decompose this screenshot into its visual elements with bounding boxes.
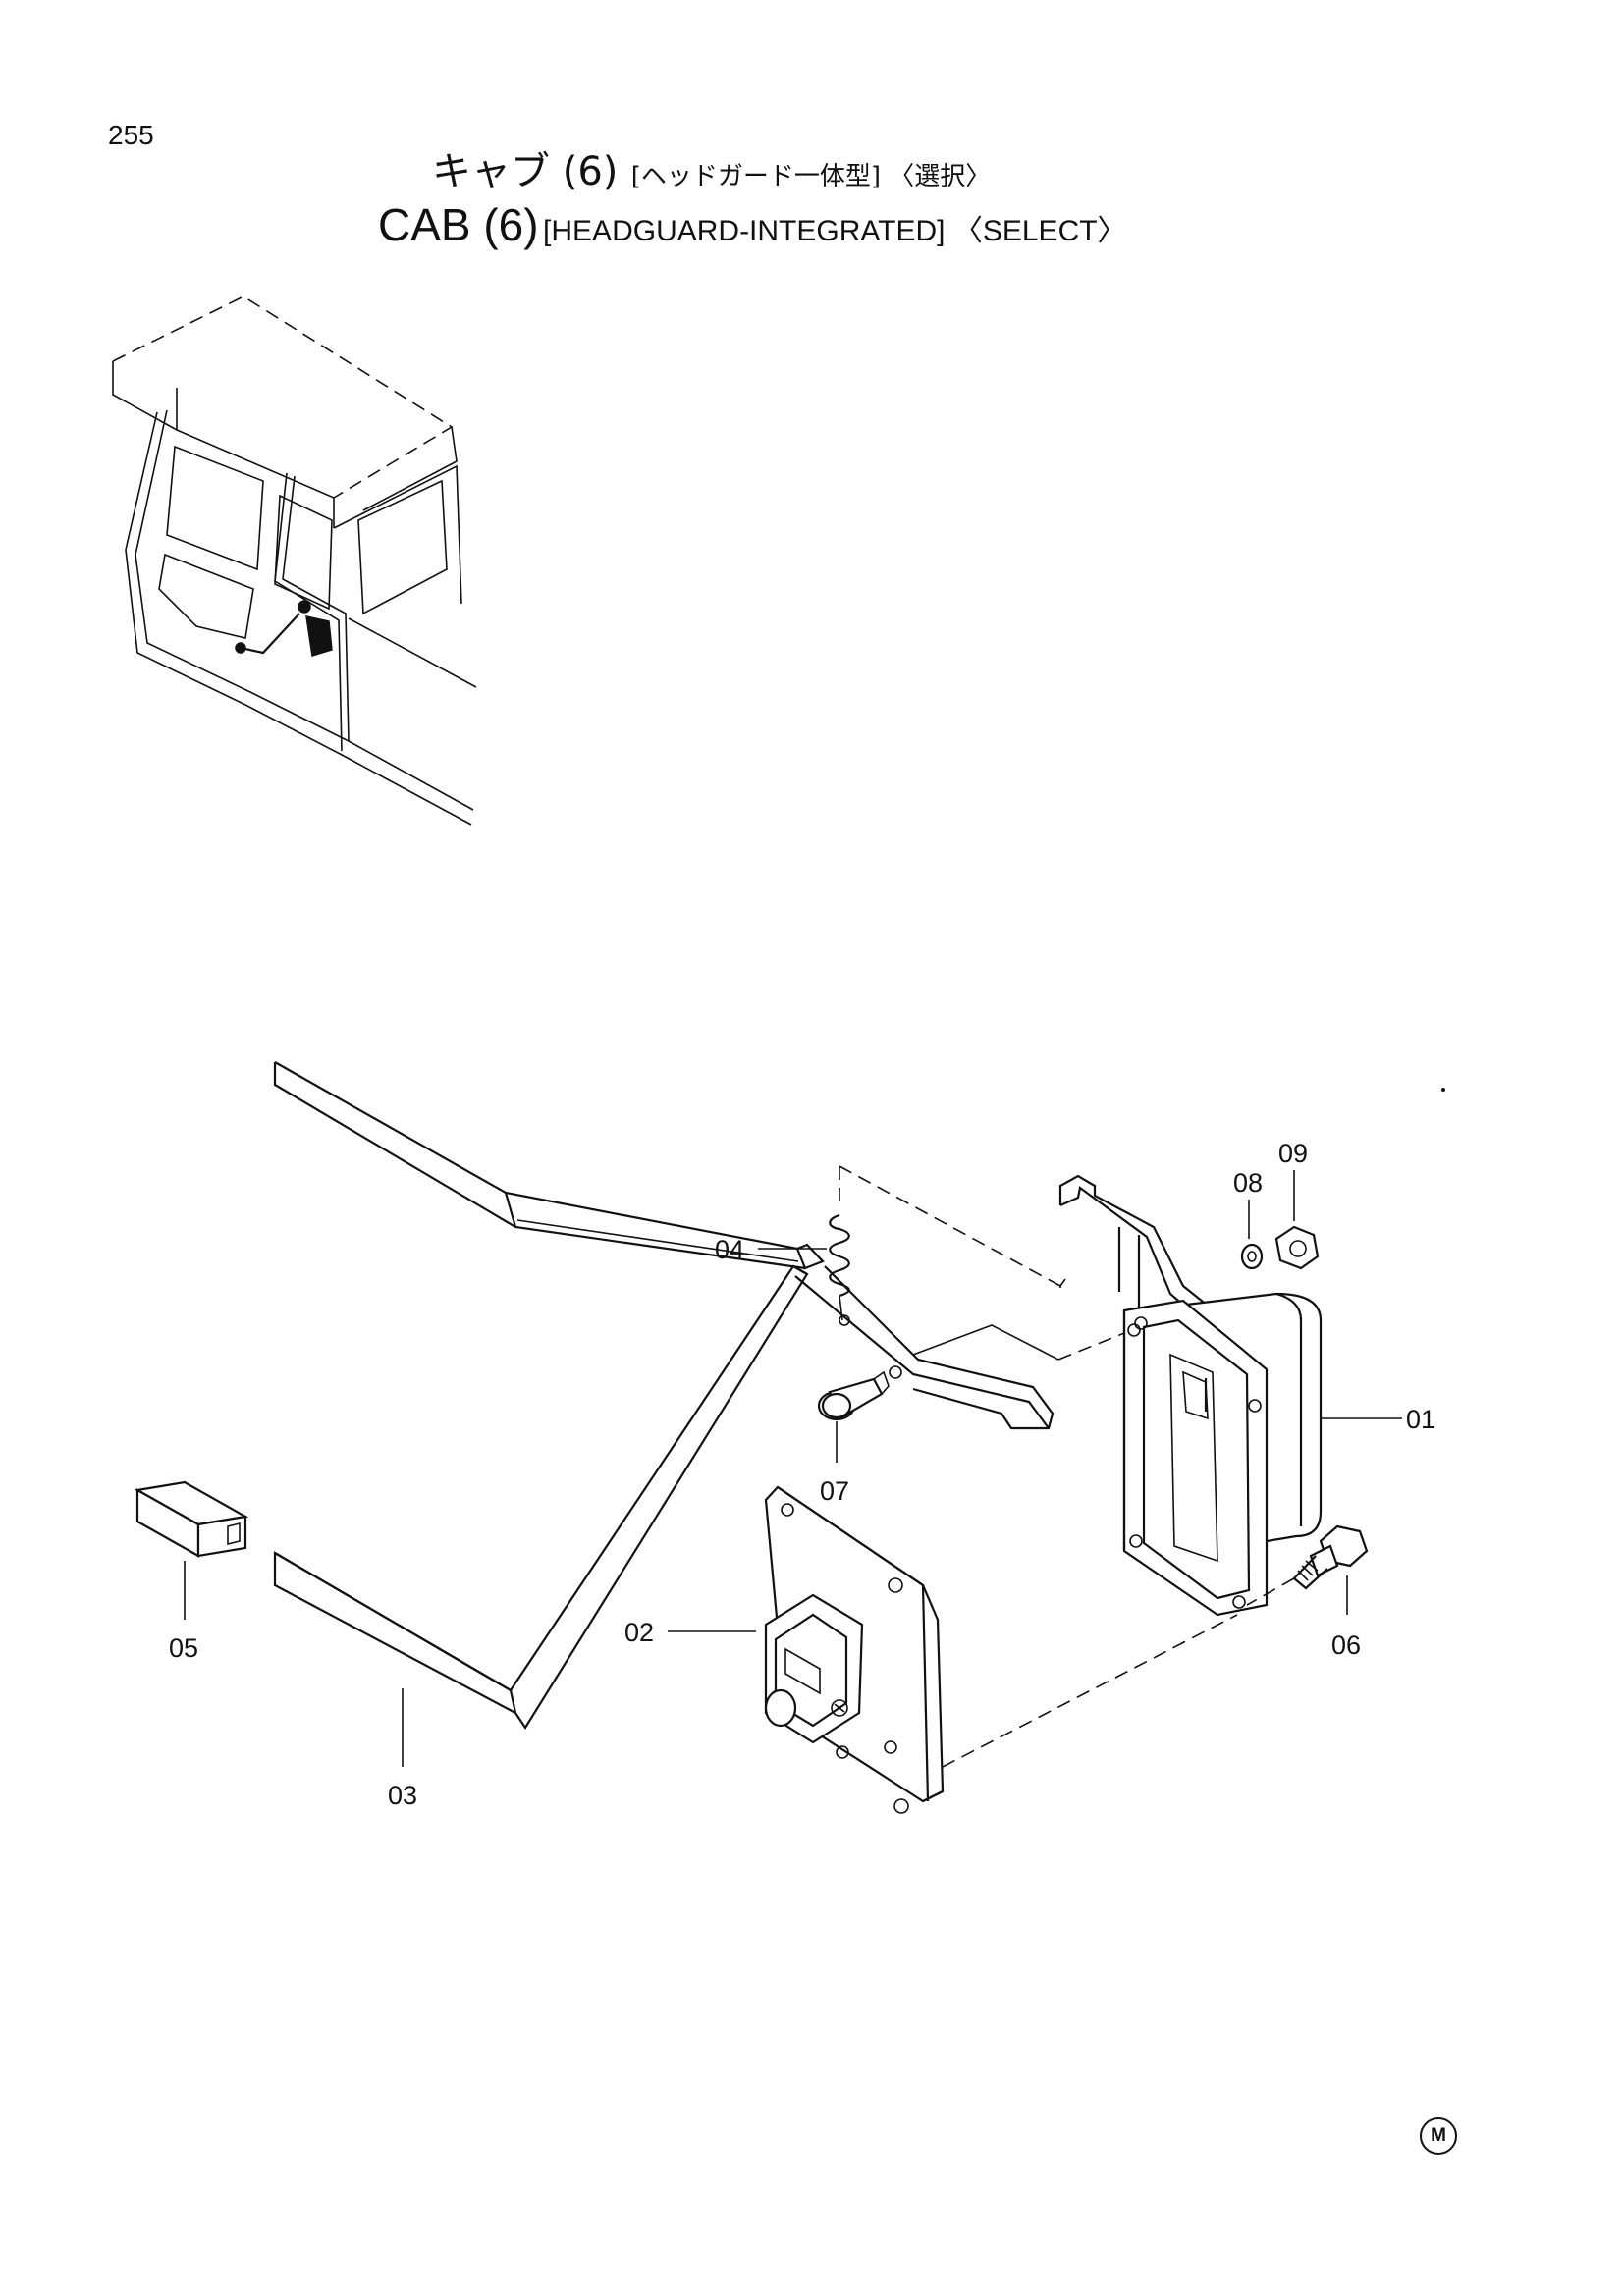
cab-roof	[112, 295, 454, 499]
part-08-washer	[1240, 1243, 1264, 1270]
cab-overview-inset	[112, 295, 477, 826]
title-japanese-sub: [ヘッドガード一体型] 〈選択〉	[630, 162, 992, 191]
part-02-mounting-plate	[764, 1485, 1238, 1814]
cab-front-window	[166, 445, 264, 571]
title-japanese-main: キャブ (6)	[432, 149, 619, 194]
page-number: 255	[108, 120, 154, 150]
cab-lever-highlight	[240, 613, 300, 655]
callouts: 01 02 03 04 05 06 07 08 09	[169, 1139, 1435, 1810]
top-bracket	[1058, 1174, 1209, 1315]
part-06-bolt	[1246, 1524, 1369, 1606]
callout-03: 03	[388, 1781, 417, 1810]
title-english: CAB (6) [HEADGUARD-INTEGRATED] 〈SELECT〉	[378, 198, 1127, 251]
callout-06: 06	[1331, 1630, 1361, 1660]
cab-box-highlight	[305, 615, 333, 657]
part-01-switch-box	[1122, 1292, 1323, 1617]
part-05-grip	[134, 1480, 249, 1558]
part-09-nut	[1274, 1225, 1320, 1270]
callout-05: 05	[169, 1633, 198, 1663]
title-english-sub: [HEADGUARD-INTEGRATED] 〈SELECT〉	[543, 215, 1127, 247]
callout-07: 07	[820, 1476, 849, 1506]
callout-04: 04	[715, 1235, 744, 1264]
corner-mark-badge: M	[1420, 2117, 1457, 2155]
callout-01: 01	[1406, 1405, 1435, 1434]
part-03-lever-bar	[273, 1061, 825, 1270]
cab-door-window	[274, 494, 333, 611]
callout-08: 08	[1233, 1168, 1263, 1198]
assembly-leaders	[839, 1165, 1145, 1361]
callout-09: 09	[1278, 1139, 1308, 1168]
part-03-lever	[273, 1264, 809, 1731]
cab-body	[135, 409, 474, 811]
bracket-arm	[794, 1265, 1055, 1430]
title-english-main: CAB (6)	[378, 199, 539, 250]
cab-side-window	[357, 479, 448, 615]
part-04-spring	[829, 1213, 850, 1321]
title-japanese: キャブ (6) [ヘッドガード一体型] 〈選択〉	[432, 139, 991, 196]
speck	[1441, 1088, 1445, 1092]
callout-02: 02	[624, 1618, 654, 1647]
part-07-pin	[817, 1370, 890, 1421]
